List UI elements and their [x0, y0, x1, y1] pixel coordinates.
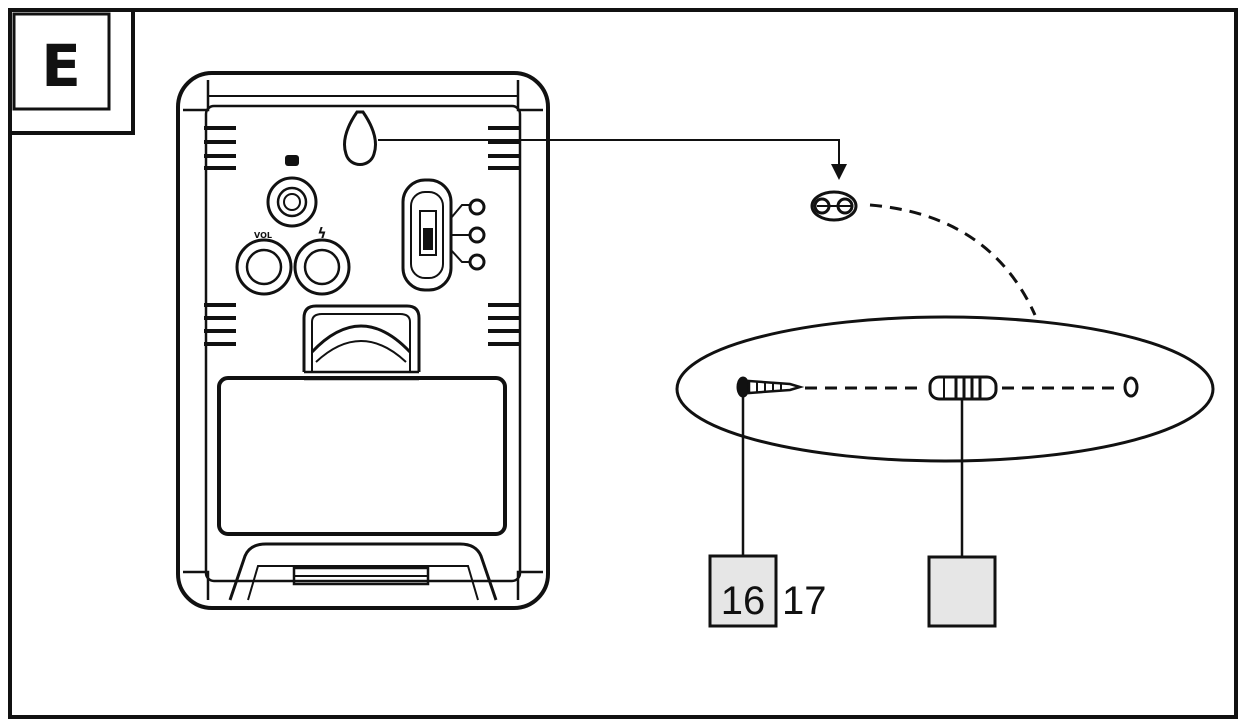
keyhole-hanger-icon: [342, 110, 378, 166]
drill-hole-icon: [1123, 376, 1139, 398]
volume-label: VOL: [254, 231, 272, 240]
device-back: VOL ϟ: [176, 71, 550, 610]
top-button-mark-icon: [285, 155, 299, 166]
switch-position-2-icon: [468, 226, 486, 244]
vent-left-top: [204, 126, 236, 170]
label-box-outer: [8, 8, 135, 135]
foot-base: [228, 542, 498, 601]
detail-ellipse: [675, 315, 1215, 463]
lightning-symbol-icon: ϟ: [317, 226, 326, 242]
screw-callout-number-secondary: 17: [782, 579, 827, 623]
volume-button-outer: [235, 238, 293, 296]
hanging-arrow: [378, 139, 847, 180]
screw-callout-box: [708, 554, 778, 628]
battery-compartment: [217, 376, 507, 536]
screw-callout-number: 16: [721, 579, 766, 623]
vent-right-top: [488, 126, 520, 170]
stand-clip: [302, 304, 421, 372]
top-button-inner: [276, 186, 308, 218]
detail-connector: [869, 203, 1037, 316]
plug-callout-box: [927, 555, 997, 628]
top-button-outer: [266, 176, 318, 228]
screw-icon: [736, 376, 805, 398]
device-outer-shell: [176, 71, 550, 610]
wall-plug-icon: [928, 375, 998, 401]
outer-frame: [8, 8, 1238, 719]
switch-position-3-icon: [468, 253, 486, 271]
vent-left-mid: [204, 303, 236, 346]
switch-position-1-icon: [468, 198, 486, 216]
device-inner-shell: [204, 104, 522, 583]
light-button-outer: [293, 238, 351, 296]
section-label: E: [41, 32, 81, 100]
volume-button-inner: [245, 248, 283, 286]
light-button-inner: [303, 248, 341, 286]
label-box-inner: [12, 12, 111, 111]
vent-right-mid: [488, 303, 520, 346]
wall-screw-head-icon: [810, 190, 858, 222]
slide-switch-knob: [419, 210, 437, 256]
